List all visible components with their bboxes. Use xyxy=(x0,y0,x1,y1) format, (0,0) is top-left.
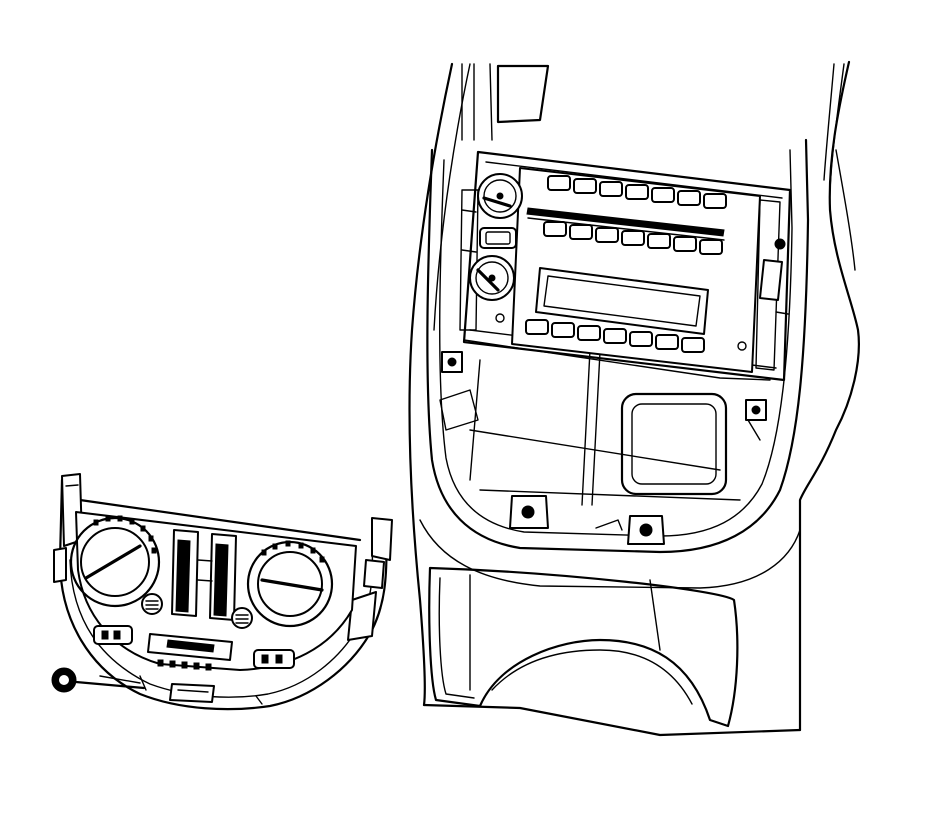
radio-preset-buttons-top xyxy=(547,175,727,209)
hvac-temperature-knob xyxy=(69,515,161,608)
hvac-mode-button xyxy=(253,649,295,669)
radio-eject-button xyxy=(479,227,517,249)
bezel-side-tab-left xyxy=(441,351,463,373)
hvac-center-sliders xyxy=(171,529,237,621)
hvac-mounting-ear-left xyxy=(53,473,83,583)
hvac-center-display xyxy=(147,633,233,671)
lower-storage-pocket xyxy=(428,566,739,728)
hvac-bottom-clip xyxy=(169,683,215,703)
radio-preset-buttons-bottom xyxy=(525,319,705,353)
radio-tune-knob xyxy=(469,255,515,301)
bezel-mounting-tab-left xyxy=(509,495,549,529)
instrument-panel-center-bezel xyxy=(408,60,860,737)
radio-head-unit xyxy=(459,150,792,382)
hvac-control-panel xyxy=(53,473,393,711)
hvac-fan-knob xyxy=(246,540,334,628)
radio-function-buttons xyxy=(543,221,723,255)
hvac-recirc-button xyxy=(231,607,253,629)
radio-display xyxy=(535,267,709,335)
radio-volume-knob xyxy=(477,173,523,219)
hvac-ac-button xyxy=(93,625,133,645)
bezel-side-tab-right xyxy=(745,399,767,421)
bezel-mounting-tab-right xyxy=(627,515,665,545)
hvac-rear-defrost-button xyxy=(141,593,163,615)
hvac-mounting-ear-right xyxy=(347,517,393,641)
harness-connector xyxy=(51,667,146,693)
